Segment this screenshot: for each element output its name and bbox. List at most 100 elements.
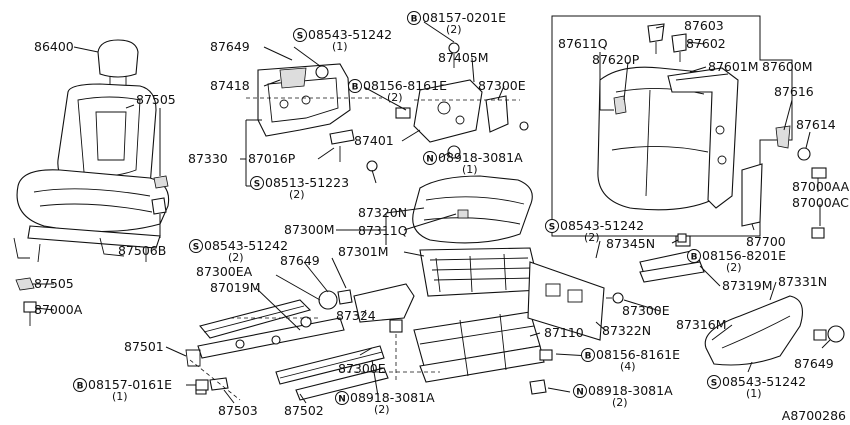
label-87405m: 87405M <box>438 50 489 65</box>
label-87322n: 87322N <box>602 323 651 338</box>
part-number: 87505 <box>136 92 176 107</box>
nut-87506b-illustration <box>151 197 167 215</box>
label-87700: 87700 <box>746 234 786 249</box>
nut-08918-lower-illustration <box>529 379 547 395</box>
part-number: 87322N <box>602 323 651 338</box>
label-87614: 87614 <box>796 117 836 132</box>
seatback-group-box <box>551 15 793 237</box>
label-87016p: 87016P <box>248 151 296 166</box>
part-number: 87614 <box>796 117 836 132</box>
part-number: 87401 <box>354 133 394 148</box>
label-87503: 87503 <box>218 403 258 418</box>
bolt-87000aa-illustration <box>811 167 827 192</box>
quantity: (1) <box>112 390 128 403</box>
part-number: 87600M <box>762 59 813 74</box>
recliner-right-illustration <box>395 42 529 159</box>
quantity: (1) <box>462 163 478 176</box>
label-87649: 87649 <box>794 356 834 371</box>
label-87300m: 87300M <box>284 222 335 237</box>
quantity: (2) <box>726 261 742 274</box>
label-87502: 87502 <box>284 403 324 418</box>
part-number: 87324 <box>336 308 376 323</box>
part-number: 08157-0201E <box>422 10 506 25</box>
quantity: (2) <box>387 91 403 104</box>
part-number: 87601M <box>708 59 759 74</box>
prefix-badge <box>348 79 362 93</box>
part-number: 08918-3081A <box>588 383 673 398</box>
part-number: 87000AC <box>792 195 849 210</box>
label-87000a: 87000A <box>34 302 83 317</box>
prefix-badge <box>293 28 307 42</box>
part-number: 87620P <box>592 52 640 67</box>
seatback-frame-illustration <box>597 23 739 211</box>
clip-87616-illustration <box>775 125 791 149</box>
part-number: 87300M <box>284 222 335 237</box>
label-87319m: 87319M <box>722 278 773 293</box>
part-number: 87649 <box>794 356 834 371</box>
part-number: 08543-51242 <box>722 374 806 389</box>
label-87311q: 87311Q <box>358 223 408 238</box>
label-87300ea: 87300EA <box>196 264 253 279</box>
bolt-08157-0161e-illustration <box>195 379 209 391</box>
part-number: 87331N <box>778 274 827 289</box>
label-87649: 87649 <box>280 253 320 268</box>
quantity: (2) <box>374 403 390 416</box>
quantity: (2) <box>584 231 600 244</box>
screw-right-illustration <box>813 329 827 341</box>
clip-87505-lower-illustration <box>15 277 35 291</box>
part-number: 87603 <box>684 18 724 33</box>
part-number: 87319M <box>722 278 773 293</box>
knob-87649-right-illustration <box>827 325 845 343</box>
part-number: 87300E <box>622 303 670 318</box>
part-number: 08918-3081A <box>350 390 435 405</box>
prefix-badge <box>707 375 721 389</box>
part-number: 87503 <box>218 403 258 418</box>
panel-87322n-illustration <box>527 261 605 341</box>
label-87330: 87330 <box>188 151 228 166</box>
prefix-badge <box>687 249 701 263</box>
bolt-87000ac-illustration <box>811 227 825 239</box>
seat-cushion-illustration <box>412 175 541 297</box>
nut-87614-illustration <box>797 147 811 161</box>
label-87300e: 87300E <box>338 361 386 376</box>
knob-87649-illustration <box>318 290 338 310</box>
part-number: 87700 <box>746 234 786 249</box>
label-87000ac: 87000AC <box>792 195 849 210</box>
label-87300e: 87300E <box>622 303 670 318</box>
prefix-letter: B <box>411 15 418 25</box>
part-number: 87506B <box>118 243 166 258</box>
clip-87300ea-illustration <box>337 289 353 305</box>
side-shield-87331n-illustration <box>639 261 803 366</box>
side-cover-87700-illustration <box>741 163 763 227</box>
label-87649: 87649 <box>210 39 250 54</box>
label-87505: 87505 <box>34 276 74 291</box>
part-number: 87345N <box>606 236 655 251</box>
label-87316m: 87316M <box>676 317 727 332</box>
label-87501: 87501 <box>124 339 164 354</box>
part-number: 87300E <box>478 78 526 93</box>
prefix-badge <box>581 348 595 362</box>
seat-slide-illustration <box>185 299 389 401</box>
prefix-letter: B <box>585 352 592 362</box>
label-87000aa: 87000AA <box>792 179 850 194</box>
label-87300e: 87300E <box>478 78 526 93</box>
prefix-badge <box>73 378 87 392</box>
label-87620p: 87620P <box>592 52 640 67</box>
bolt-87000a-illustration <box>23 301 37 326</box>
part-number: 08156-8161E <box>363 78 447 93</box>
part-number: 86400 <box>34 39 74 54</box>
cover-87324-illustration <box>353 283 415 323</box>
part-number: 87649 <box>210 39 250 54</box>
part-number: 08543-51242 <box>204 238 288 253</box>
label-87602: 87602 <box>686 36 726 51</box>
label-87401: 87401 <box>354 133 394 148</box>
label-87611q: 87611Q <box>558 36 608 51</box>
diagram-id: A8700286 <box>782 408 846 423</box>
part-number: 87301M <box>338 244 389 259</box>
